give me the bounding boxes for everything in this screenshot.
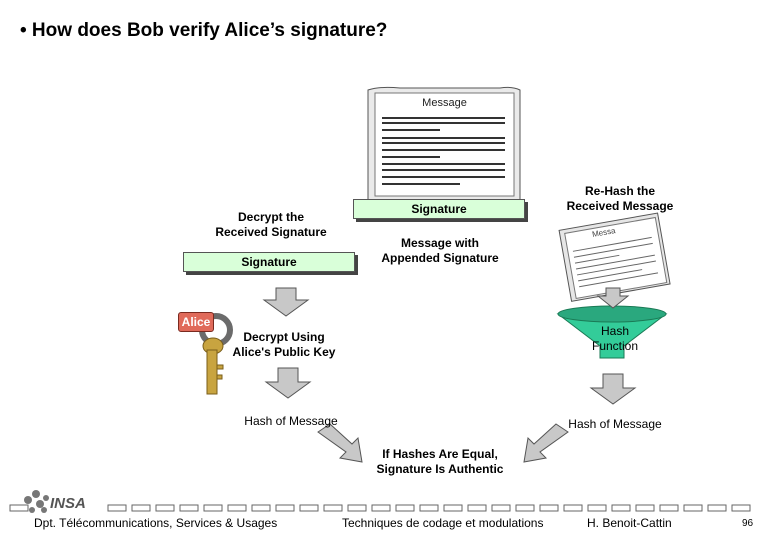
insa-logo: INSA <box>50 495 86 512</box>
hash-function-funnel <box>556 305 668 359</box>
arrow-down-icon <box>596 287 630 309</box>
arrow-diagonal-right-icon <box>523 423 569 463</box>
message-document <box>367 86 521 201</box>
footer-author: H. Benoit-Cattin <box>587 516 672 530</box>
signature-box-center: Signature <box>353 199 525 219</box>
alice-tag: Alice <box>178 312 214 332</box>
hash-of-message-left: Hash of Message <box>244 414 338 428</box>
hash-of-message-right: Hash of Message <box>568 417 662 431</box>
arrow-down-icon <box>589 373 637 405</box>
arrow-down-icon <box>264 367 312 399</box>
footer-dashes <box>9 504 751 512</box>
arrow-diagonal-left-icon <box>317 423 363 463</box>
footer-course: Techniques de codage et modulations <box>342 516 544 530</box>
arrow-down-icon <box>262 287 310 317</box>
tilted-message-document <box>558 212 671 302</box>
message-document-header: Message <box>422 97 467 109</box>
signature-box-left: Signature <box>183 252 355 272</box>
footer-department: Dpt. Télécommunications, Services & Usag… <box>34 516 278 530</box>
hashes-equal-label: If Hashes Are Equal, Signature Is Authen… <box>376 447 504 476</box>
decrypt-received-label: Decrypt the Received Signature <box>215 210 327 239</box>
decrypt-using-key-label: Decrypt Using Alice's Public Key <box>232 330 336 359</box>
appended-signature-label: Message with Appended Signature <box>381 236 499 265</box>
hash-function-label: Hash Function <box>591 324 639 353</box>
rehash-label: Re-Hash the Received Message <box>566 184 674 213</box>
slide-title: • How does Bob verify Alice’s signature? <box>20 20 388 41</box>
insa-logo-dots <box>24 490 49 513</box>
page-number: 96 <box>742 518 754 529</box>
